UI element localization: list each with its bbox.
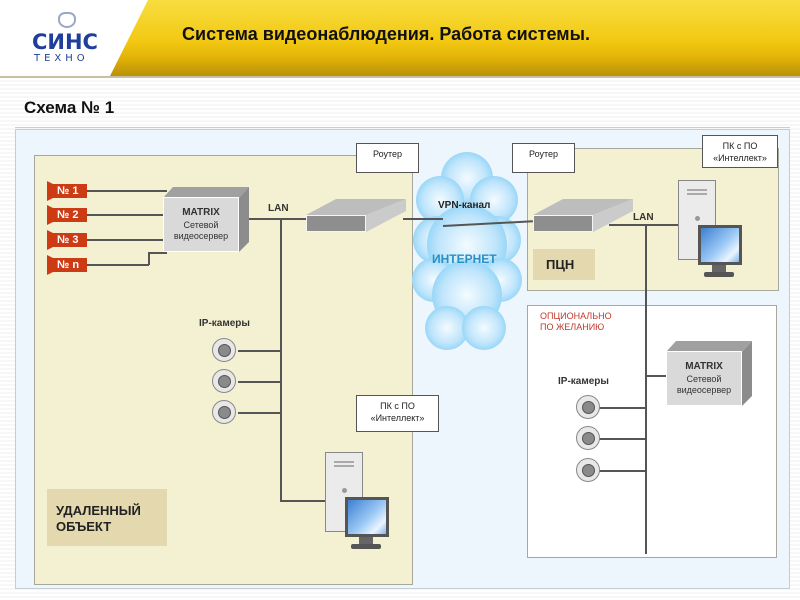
- internet-label: ИНТЕРНЕТ: [432, 252, 497, 266]
- ip-camera-icon: [576, 395, 600, 419]
- analog-camera-tag: № 3: [47, 230, 87, 250]
- callout-router-pcn: Роутер: [512, 143, 575, 173]
- callout-router-remote: Роутер: [356, 143, 419, 173]
- wire-server-lan: [248, 218, 308, 220]
- ip-camera-icon: [212, 338, 236, 362]
- server-top: [163, 187, 249, 198]
- title-divider: [15, 127, 790, 128]
- analog-camera-tag: № 2: [47, 205, 87, 225]
- wire-opt-ipcam1: [598, 407, 646, 409]
- router-front: [533, 215, 593, 232]
- shield-logo-icon: [58, 12, 76, 28]
- pc-stand: [712, 265, 726, 273]
- wire-pcn-lan: [609, 224, 679, 226]
- server-top: [666, 341, 752, 352]
- matrix-server-remote: MATRIX Сетевой видеосервер: [163, 187, 249, 252]
- optional-label-line1: ОПЦИОНАЛЬНО: [540, 311, 612, 321]
- optional-label: ОПЦИОНАЛЬНО ПО ЖЕЛАНИЮ: [540, 311, 612, 333]
- wire-lan-backbone: [280, 218, 282, 501]
- ip-cameras-label-optional: IP-камеры: [558, 376, 609, 387]
- wire-camn: [87, 264, 149, 266]
- ip-cameras-label-remote: IP-камеры: [199, 318, 250, 329]
- pc-remote-icon: [325, 452, 395, 552]
- wire-cam3: [87, 239, 167, 241]
- callout-pc-remote: ПК с ПО «Интеллект»: [356, 395, 439, 432]
- server-desc-line2: видеосервер: [173, 231, 229, 241]
- analog-camera-tag: № 1: [47, 181, 87, 201]
- server-name: MATRIX: [685, 361, 723, 372]
- page-title: Система видеонаблюдения. Работа системы.: [182, 24, 590, 44]
- server-desc-line1: Сетевой: [686, 374, 722, 384]
- internet-cloud-icon: [412, 152, 522, 350]
- callout-line2: «Интеллект»: [713, 153, 767, 163]
- wire-cam1: [87, 190, 167, 192]
- ip-camera-icon: [212, 369, 236, 393]
- router-remote-icon: [306, 199, 406, 235]
- router-pcn-icon: [533, 199, 633, 235]
- logo-subtitle: ТЕХНО: [34, 53, 89, 64]
- server-front: MATRIX Сетевой видеосервер: [163, 197, 239, 252]
- server-side: [239, 187, 249, 252]
- server-desc-line1: Сетевой: [183, 220, 219, 230]
- remote-label-line2: ОБЪЕКТ: [56, 519, 112, 534]
- wire-cam2: [87, 214, 167, 216]
- remote-site-label: УДАЛЕННЫЙ ОБЪЕКТ: [47, 489, 167, 546]
- pc-monitor: [698, 225, 742, 265]
- wire-ipcam2: [238, 381, 281, 383]
- wire-ipcam3: [238, 412, 281, 414]
- wire-pcn-backbone: [645, 224, 647, 554]
- wire-router-vpn: [403, 218, 443, 220]
- header-divider: [0, 76, 800, 78]
- router-front: [306, 215, 366, 232]
- server-name: MATRIX: [182, 207, 220, 218]
- ip-camera-icon: [576, 458, 600, 482]
- pcn-label: ПЦН: [533, 249, 595, 280]
- lan-label-remote: LAN: [268, 203, 289, 214]
- callout-pc-pcn: ПК с ПО «Интеллект»: [702, 135, 778, 168]
- wire-pc: [280, 500, 325, 502]
- wire-opt-ipcam2: [598, 438, 646, 440]
- analog-camera-tag: № n: [47, 255, 87, 275]
- wire-camn-top: [148, 252, 167, 254]
- callout-line2: «Интеллект»: [370, 413, 425, 423]
- server-front: MATRIX Сетевой видеосервер: [666, 351, 742, 406]
- remote-label-line1: УДАЛЕННЫЙ: [56, 503, 141, 518]
- ip-camera-icon: [576, 426, 600, 450]
- logo-wordmark: СИНС: [32, 30, 98, 54]
- callout-line1: ПК с ПО: [722, 141, 758, 151]
- callout-line1: ПК с ПО: [380, 401, 415, 411]
- logo: СИНС ТЕХНО: [26, 10, 98, 65]
- optional-label-line2: ПО ЖЕЛАНИЮ: [540, 322, 605, 332]
- header-band: [110, 0, 800, 76]
- wire-ipcam1: [238, 350, 281, 352]
- pc-pcn-icon: [678, 180, 748, 280]
- wire-opt-server: [645, 375, 667, 377]
- ip-camera-icon: [212, 400, 236, 424]
- pc-stand: [359, 537, 373, 545]
- pc-monitor: [345, 497, 389, 537]
- wire-camn-vert: [148, 252, 150, 265]
- matrix-server-optional: MATRIX Сетевой видеосервер: [666, 341, 752, 406]
- vpn-channel-label: VPN-канал: [438, 200, 491, 211]
- pc-base: [704, 272, 734, 277]
- server-desc-line2: видеосервер: [676, 385, 732, 395]
- scheme-title: Схема № 1: [24, 98, 115, 117]
- pc-base: [351, 544, 381, 549]
- lan-label-pcn: LAN: [633, 212, 654, 223]
- wire-opt-ipcam3: [598, 470, 646, 472]
- server-side: [742, 341, 752, 406]
